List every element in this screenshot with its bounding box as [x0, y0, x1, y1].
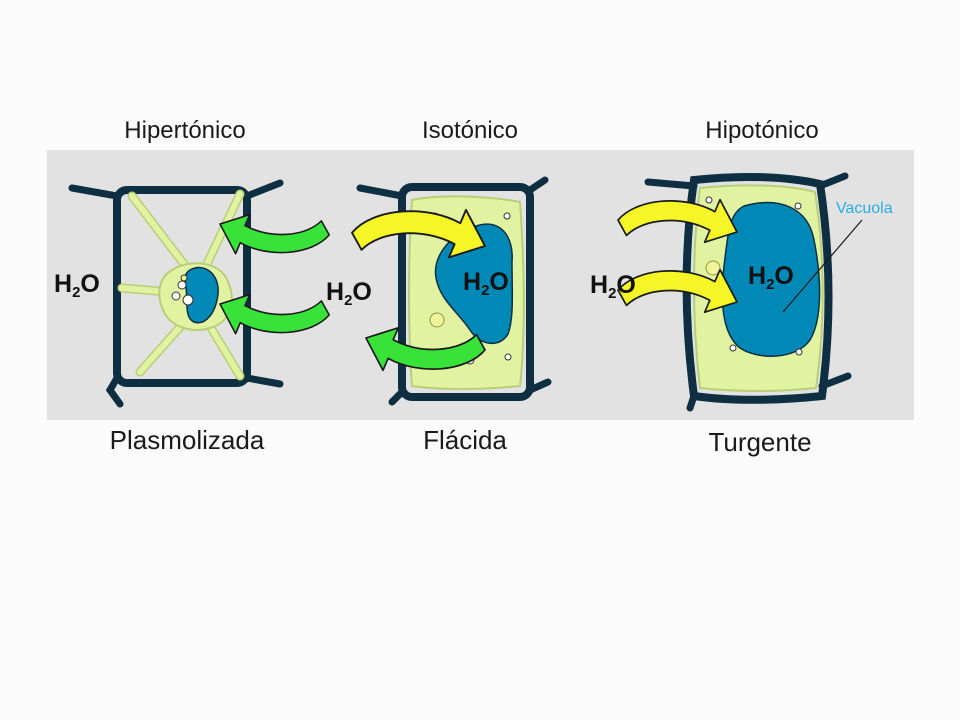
- cell-plasmolyzed: H2O: [54, 179, 330, 408]
- label-hipertonico: Hipertónico: [124, 117, 245, 144]
- label-hipotonico: Hipotónico: [705, 117, 818, 144]
- water-label: H2O: [590, 271, 636, 302]
- water-label: H2O: [326, 278, 372, 309]
- vacuole-water-label: H2O: [463, 268, 509, 299]
- cell-turgid: H2O H2O Vacuola: [590, 172, 893, 412]
- label-turgente: Turgente: [708, 427, 811, 457]
- adjacent-wall: [68, 179, 284, 408]
- water-label: H2O: [54, 270, 100, 301]
- vacuole-water-label: H2O: [748, 262, 794, 293]
- vacuole: [721, 201, 821, 357]
- adjacent-wall: [644, 172, 852, 412]
- vacuole-callout-label: Vacuola: [836, 200, 893, 217]
- cell-flaccid: H2O H2O: [326, 176, 552, 406]
- label-isotonico: Isotónico: [422, 117, 518, 144]
- vacuole-callout-line: [782, 219, 863, 313]
- label-plasmolizada: Plasmolizada: [110, 425, 265, 455]
- adjacent-wall: [356, 176, 552, 406]
- label-flacida: Flácida: [423, 425, 507, 455]
